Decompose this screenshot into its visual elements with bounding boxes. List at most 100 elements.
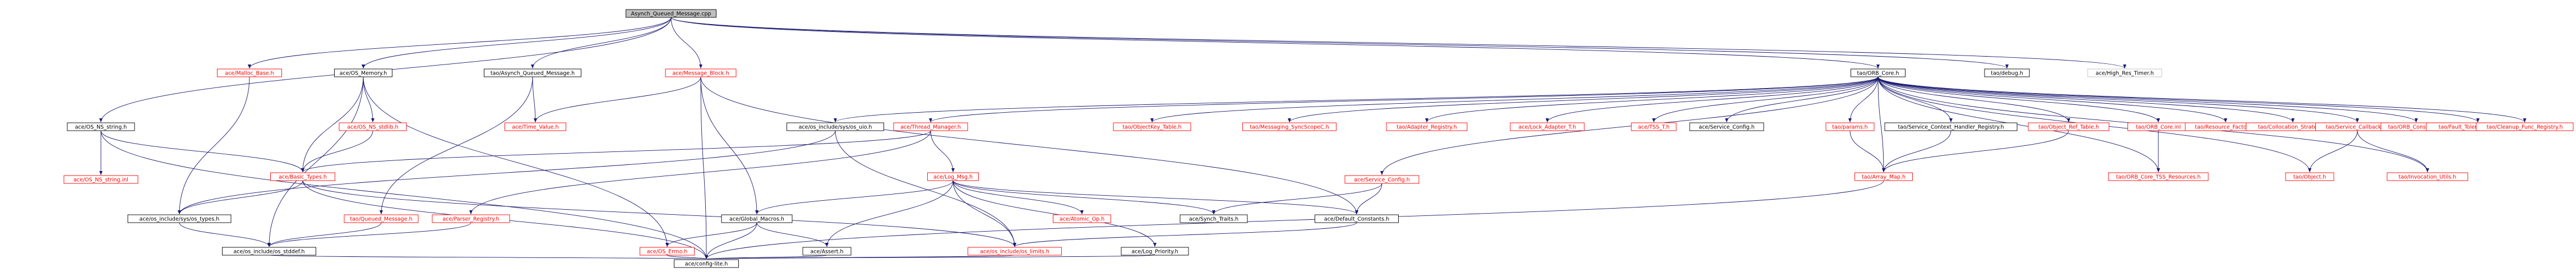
node-label: ace/Atomic_Op.h (1060, 216, 1104, 222)
edge-orb_core-to-service_config_cfg (1380, 76, 1879, 176)
node-hrtimer[interactable]: ace/High_Res_Timer.h (2087, 68, 2162, 77)
edge-orb_core-to-adapter_registry (1425, 76, 1879, 123)
edge-log_msg-to-atomic_op (952, 180, 1084, 215)
node-orb-core-tss[interactable]: tao/ORB_Core_TSS_Resources.h (2108, 172, 2209, 181)
node-label: tao/Adapter_Registry.h (1396, 124, 1457, 130)
node-objectkey-table[interactable]: tao/ObjectKey_Table.h (1113, 122, 1191, 131)
edge-log_msg-to-log_priority (952, 180, 1157, 247)
node-label: ace/OS_Memory.h (340, 70, 387, 76)
node-os-types[interactable]: ace/os_include/sys/os_types.h (127, 214, 232, 223)
node-box (344, 214, 419, 223)
edge-orb_core-to-messaging_sync (1288, 76, 1879, 123)
node-label: tao/ObjectKey_Table.h (1122, 124, 1181, 130)
edge-orb_core-to-orb_core_inl (1877, 76, 2160, 123)
node-box (787, 122, 884, 131)
node-queued-message[interactable]: tao/Queued_Message.h (344, 214, 419, 223)
node-parser-registry[interactable]: ace/Parser_Registry.h (432, 214, 510, 223)
node-log-priority[interactable]: ace/Log_Priority.h (1121, 247, 1189, 256)
node-label: Asynch_Queued_Message.cpp (631, 11, 711, 17)
node-array-map[interactable]: tao/Array_Map.h (1854, 172, 1913, 181)
edge-tao_aqm-to-time_value (532, 76, 537, 123)
node-invocation-utils[interactable]: tao/Invocation_Utils.h (2387, 172, 2468, 181)
node-global-macros[interactable]: ace/Global_Macros.h (721, 214, 793, 223)
node-msg-block[interactable]: ace/Message_Block.h (665, 68, 737, 77)
edge-thread_manager-to-log_msg (930, 130, 955, 173)
node-os-memory[interactable]: ace/OS_Memory.h (334, 68, 392, 77)
node-params[interactable]: tao/params.h (1825, 122, 1875, 131)
node-synch-traits[interactable]: ace/Synch_Traits.h (1180, 214, 1248, 223)
node-label: tao/ORB_Constants.h (2388, 124, 2445, 130)
node-service-callbacks[interactable]: tao/Service_Callbacks.h (2315, 122, 2399, 131)
node-object-ref-table[interactable]: tao/Object_Ref_Table.h (2028, 122, 2110, 131)
node-label: tao/Invocation_Utils.h (2399, 174, 2457, 180)
node-service-config-h[interactable]: ace/Service_Config.h (1689, 122, 1764, 131)
edge-msg_block-to-default_constants (700, 76, 1358, 215)
edge-orb_core-to-collocation_strategy (1877, 76, 2295, 123)
node-box (1113, 122, 1191, 131)
node-config-lite[interactable]: ace/config-lite.h (674, 259, 739, 268)
node-box (2285, 172, 2334, 181)
node-atomic-op[interactable]: ace/Atomic_Op.h (1053, 214, 1111, 223)
node-cleanup-func[interactable]: tao/Cleanup_Func_Registry.h (2476, 122, 2574, 131)
edge-service_callbacks-to-object_h (2308, 130, 2358, 173)
edge-orb_core-to-params (1848, 76, 1879, 123)
node-os-uio[interactable]: ace/os_include/sys/os_uio.h (787, 122, 884, 131)
node-orb-core-inl[interactable]: tao/ORB_Core.inl (2128, 122, 2189, 131)
node-box (1510, 122, 1585, 131)
node-box (1386, 122, 1468, 131)
node-lock-adapter[interactable]: ace/Lock_Adapter_T.h (1510, 122, 1585, 131)
edge-orb_core-to-array_map (1877, 76, 1885, 173)
edge-orb_core-to-svc_ctx_handler (1877, 76, 1953, 123)
node-root[interactable]: Asynch_Queued_Message.cpp (626, 9, 716, 18)
node-label: tao/Object.h (2293, 174, 2327, 180)
edge-orb_core-to-lock_adapter (1546, 76, 1879, 123)
node-log-msg[interactable]: ace/Log_Msg.h (927, 172, 979, 181)
edge-basic_types-to-os_types (178, 180, 303, 215)
node-svc-ctx-handler[interactable]: tao/Service_Context_Handler_Registry.h (1884, 122, 2018, 131)
node-box (893, 122, 968, 131)
node-tss-t[interactable]: ace/TSS_T.h (1631, 122, 1677, 131)
node-label: tao/Cleanup_Func_Registry.h (2487, 124, 2563, 130)
node-os-ns-string-inl[interactable]: ace/OS_NS_string.inl (63, 175, 138, 184)
edge-orb_core-to-os_uio (834, 76, 1879, 123)
node-box (2087, 68, 2162, 77)
node-orb-core[interactable]: tao/ORB_Core.h (1851, 68, 1906, 77)
node-box (1180, 214, 1248, 223)
node-label: ace/Synch_Traits.h (1189, 216, 1238, 222)
node-box (2108, 172, 2209, 181)
node-thread-manager[interactable]: ace/Thread_Manager.h (893, 122, 968, 131)
node-os-ns-stdlib[interactable]: ace/OS_NS_stdlib.h (339, 122, 407, 131)
node-object-h[interactable]: tao/Object.h (2285, 172, 2334, 181)
node-debug[interactable]: tao/debug.h (1984, 68, 2030, 77)
node-os-errno[interactable]: ace/OS_Errno.h (640, 247, 695, 256)
node-os-stddef[interactable]: ace/os_include/os_stddef.h (222, 247, 316, 256)
node-time-value[interactable]: ace/Time_Value.h (505, 122, 566, 131)
node-os-ns-string[interactable]: ace/OS_NS_string.h (67, 122, 135, 131)
node-box (270, 172, 335, 181)
edge-os_ns_string-to-config_lite (100, 130, 708, 260)
node-label: ace/os_include/sys/os_uio.h (799, 124, 872, 130)
node-messaging-sync[interactable]: tao/Messaging_SyncScopeC.h (1242, 122, 1336, 131)
edge-service_callbacks-to-invocation_utils (2357, 130, 2429, 173)
edge-params-to-array_map (1849, 130, 1885, 173)
node-default-constants[interactable]: ace/Default_Constants.h (1315, 214, 1399, 223)
edge-global_macros-to-config_lite (705, 222, 757, 260)
node-box (339, 122, 407, 131)
edge-msg_block-to-time_value (534, 76, 701, 123)
node-box (968, 247, 1062, 256)
edge-tao_aqm-to-queued_message (380, 76, 533, 215)
node-malloc-base[interactable]: ace/Malloc_Base.h (217, 68, 282, 77)
node-service-config-cfg[interactable]: ace/Service_Config.h (1344, 175, 1419, 184)
node-label: tao/ORB_Core_TSS_Resources.h (2116, 174, 2201, 180)
node-basic-types[interactable]: ace/Basic_Types.h (270, 172, 335, 181)
node-os-limits[interactable]: ace/os_include/os_limits.h (968, 247, 1062, 256)
node-label: tao/Service_Callbacks.h (2326, 124, 2389, 130)
edge-root-to-msg_block (670, 17, 702, 69)
node-box (674, 259, 739, 268)
node-tao-aqm[interactable]: tao/Asynch_Queued_Message.h (484, 68, 581, 77)
edge-orb_core-to-orb_constants (1877, 76, 2418, 123)
node-adapter-registry[interactable]: tao/Adapter_Registry.h (1386, 122, 1468, 131)
node-assert-h[interactable]: ace/Assert.h (802, 247, 852, 256)
edge-os_ns_stdlib-to-basic_types (301, 130, 373, 173)
